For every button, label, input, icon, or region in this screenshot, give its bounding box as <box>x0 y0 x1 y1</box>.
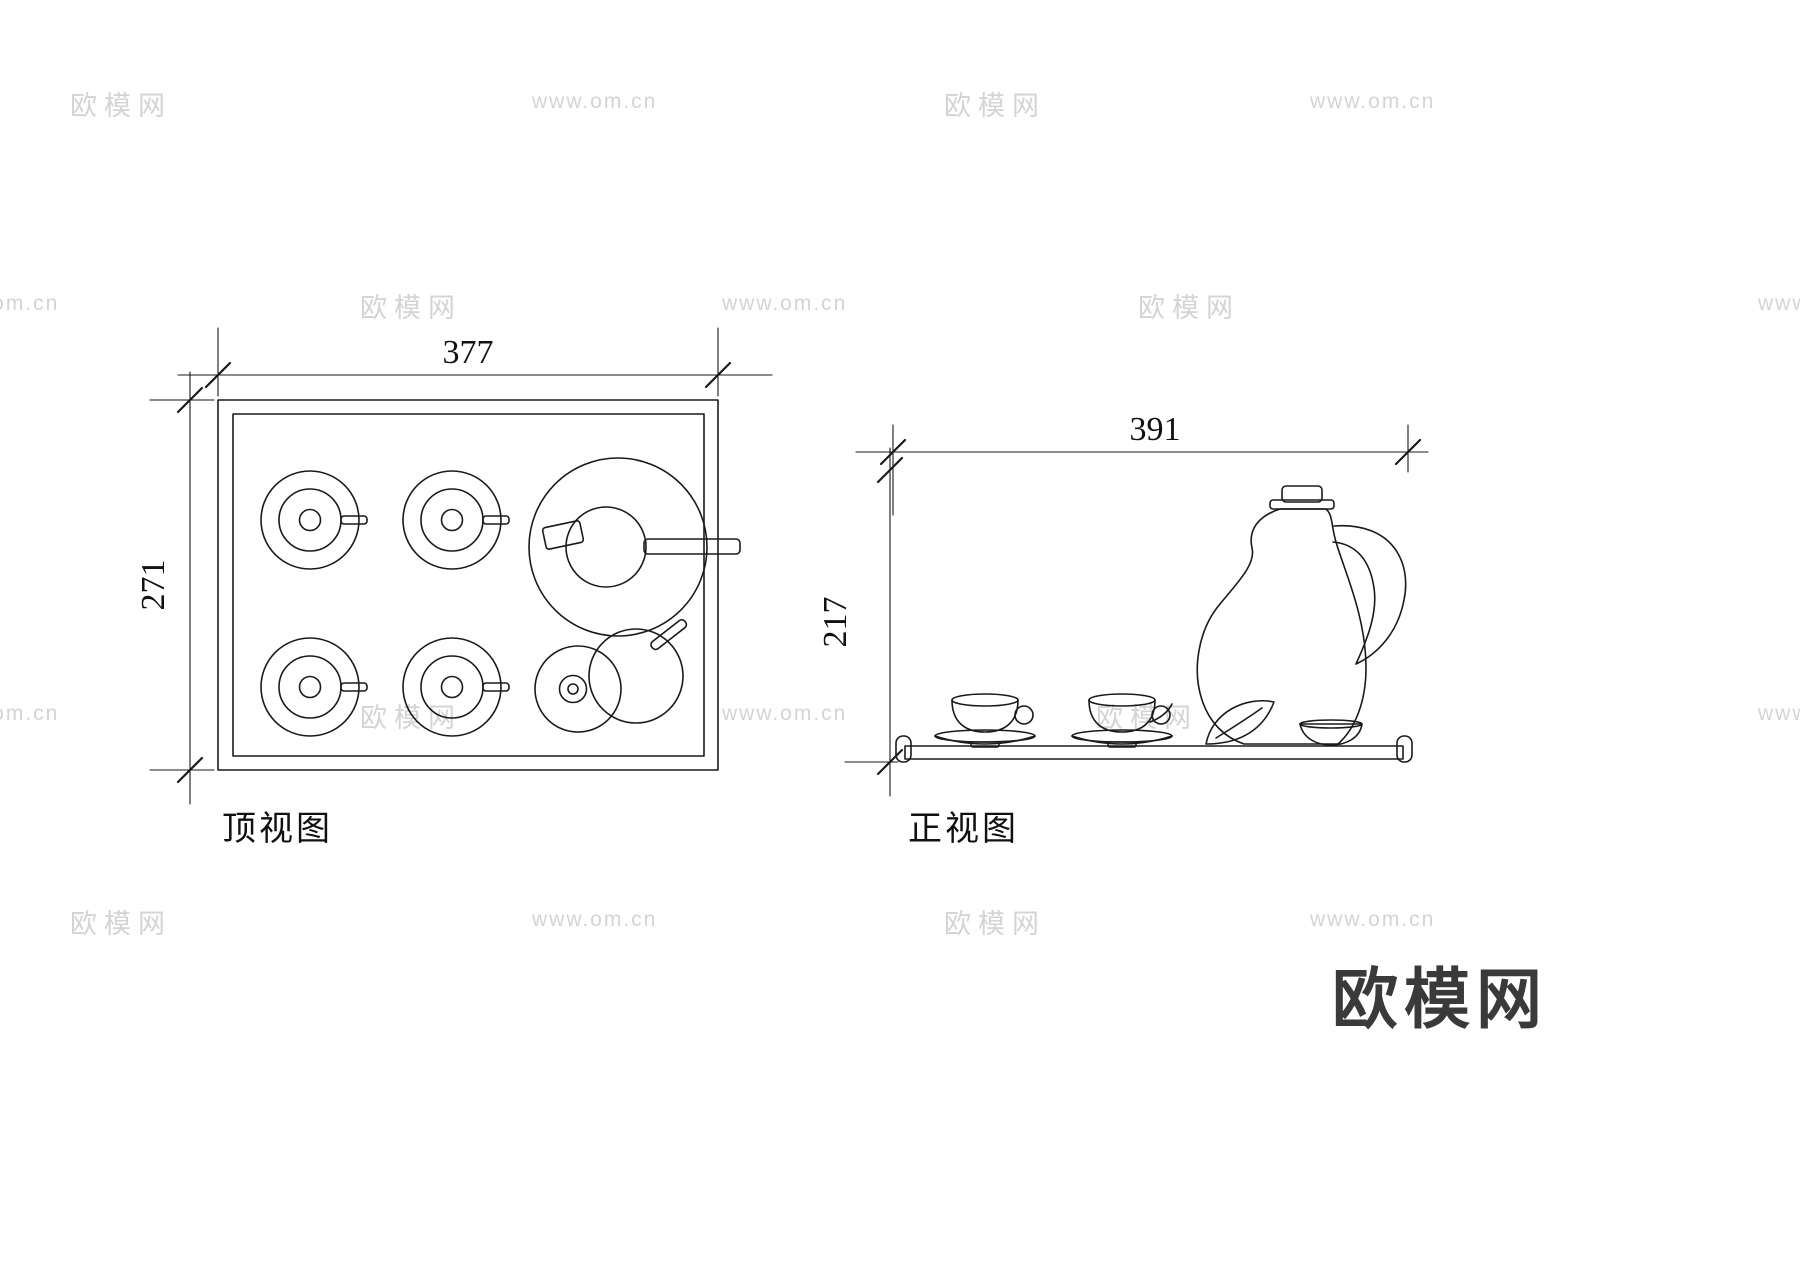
front-view-height-value: 217 <box>817 597 854 648</box>
bowl-top <box>534 618 688 733</box>
pot-top <box>528 457 741 637</box>
watermark-url: www.om.cn <box>532 908 658 931</box>
tray-top <box>217 399 719 771</box>
watermark-brand: 欧模网 <box>70 909 172 939</box>
watermark-brand: 欧模网 <box>944 91 1046 121</box>
front-view: 391 217 <box>817 411 1429 848</box>
watermark-brand: 欧模网 <box>1138 293 1240 323</box>
top-view-height-value: 271 <box>135 560 172 611</box>
cup-top-1 <box>260 470 368 570</box>
top-view-width-dimension: 377 <box>177 327 773 397</box>
watermark-brand: 欧模网 <box>944 909 1046 939</box>
front-view-width-dimension: 391 <box>855 411 1429 516</box>
watermark-url: www.om.cn <box>0 702 60 725</box>
top-view: 377 271 <box>135 327 773 848</box>
watermark-url: www.om.cn <box>1758 292 1800 315</box>
watermark-brand: 欧模网 <box>360 293 462 323</box>
watermark-url: www.om.cn <box>532 90 658 113</box>
watermark-brand: 欧模网 <box>70 91 172 121</box>
front-view-width-value: 391 <box>1130 411 1181 448</box>
pot-front <box>1196 485 1407 746</box>
top-view-width-value: 377 <box>443 334 494 371</box>
watermark-url: www.om.cn <box>1310 908 1436 931</box>
top-view-label: 顶视图 <box>222 811 333 848</box>
watermark-brand: 欧模网 <box>1096 703 1198 733</box>
cup-front-1 <box>934 693 1036 748</box>
cup-top-4 <box>402 637 510 737</box>
front-view-label: 正视图 <box>908 811 1019 848</box>
watermark-url: www.om.cn <box>722 702 848 725</box>
front-view-height-dimension: 217 <box>817 447 904 797</box>
cup-top-3 <box>260 637 368 737</box>
watermark-url: www.om.cn <box>722 292 848 315</box>
site-logo: 欧模网 <box>1332 962 1548 1036</box>
cup-top-2 <box>402 470 510 570</box>
watermark-url: www.om.cn <box>1310 90 1436 113</box>
top-view-height-dimension: 271 <box>135 371 215 805</box>
watermark-url: www.om.cn <box>0 292 60 315</box>
tray-front <box>895 735 1413 763</box>
watermark-url: www.om.cn <box>1758 702 1800 725</box>
cup-front-2 <box>1071 693 1173 748</box>
